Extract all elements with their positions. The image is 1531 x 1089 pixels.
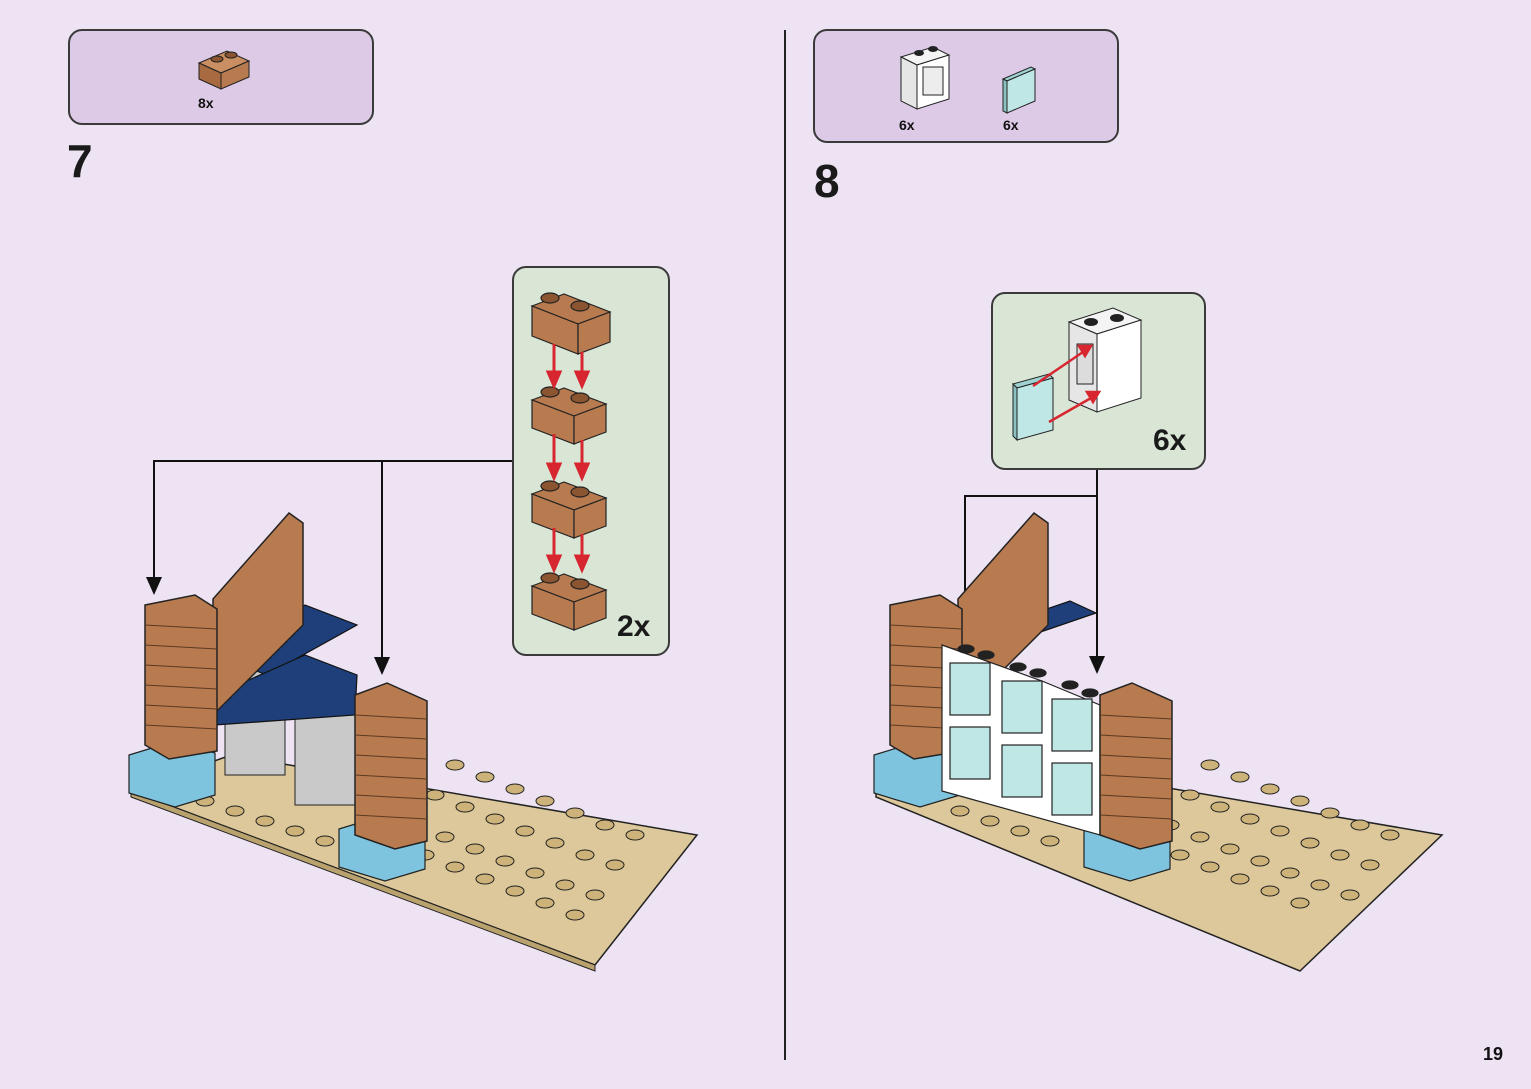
step7-parts-box: 8x — [68, 29, 374, 125]
page-number: 19 — [1483, 1044, 1503, 1065]
brick-1x2-masonry-icon — [197, 43, 257, 93]
window-glass-icon — [1001, 65, 1041, 115]
step-number: 7 — [67, 138, 93, 184]
brick-icon — [532, 293, 610, 354]
page-divider — [784, 30, 786, 1060]
step8-subassembly-callout: 6x — [991, 292, 1206, 470]
step-number: 8 — [814, 158, 840, 204]
step7-model-illustration — [125, 505, 705, 975]
part-count: 6x — [1003, 117, 1019, 133]
step8-parts-box: 6x 6x — [813, 29, 1119, 143]
window-frame-icon — [899, 45, 955, 109]
callout-multiplier: 6x — [1153, 424, 1186, 458]
part-count: 8x — [198, 95, 214, 111]
step8-model-illustration — [870, 505, 1450, 975]
part-count: 6x — [899, 117, 915, 133]
